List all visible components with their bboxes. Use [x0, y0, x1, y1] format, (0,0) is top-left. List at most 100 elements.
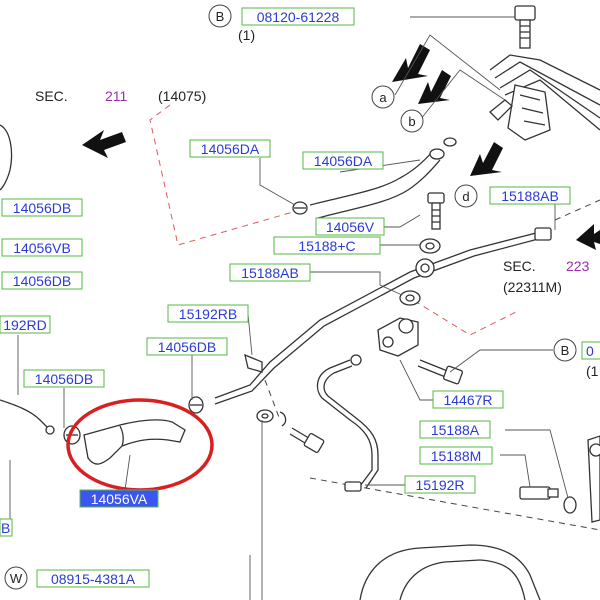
- label-14056da-right[interactable]: 14056DA: [302, 151, 384, 170]
- callout-circle-d: [454, 184, 478, 208]
- svg-text:15192R: 15192R: [415, 477, 464, 493]
- label-15188m[interactable]: 15188M: [419, 446, 493, 465]
- svg-text:15188+C: 15188+C: [298, 238, 355, 254]
- leader-line: [310, 271, 403, 296]
- leader-line: [505, 429, 569, 499]
- label-15188c[interactable]: 15188+C: [273, 236, 381, 255]
- label-14056db-3[interactable]: 14056DB: [23, 369, 105, 388]
- leader-line: [449, 349, 553, 373]
- leader-line: [500, 454, 531, 488]
- washer-hole: [261, 413, 269, 419]
- svg-text:14056VA: 14056VA: [91, 491, 148, 507]
- callout-letter-d: d: [462, 189, 469, 204]
- fitting-block: [377, 317, 419, 357]
- label-b-edge[interactable]: B: [0, 518, 13, 537]
- svg-text:14056V: 14056V: [326, 219, 375, 235]
- pipe-15192r: [316, 354, 379, 492]
- leader-bottom-left: [264, 379, 281, 421]
- section-number-left[interactable]: 211: [105, 88, 128, 104]
- svg-text:14056DB: 14056DB: [13, 273, 71, 289]
- leader-line: [394, 34, 501, 96]
- callout-letter-b-right: B: [561, 343, 570, 358]
- leader-line: [124, 454, 131, 491]
- svg-text:15188AB: 15188AB: [241, 265, 299, 281]
- clip: [279, 411, 287, 427]
- label-15188ab-top[interactable]: 15188AB: [489, 186, 571, 205]
- callout-circle-b-top: [208, 4, 232, 28]
- hose-end-fitting: [45, 425, 55, 435]
- section-boundary-mid: [554, 199, 600, 221]
- callout-circle-b-right: [553, 338, 577, 362]
- washer-hole: [405, 294, 415, 302]
- arrow-icon: [470, 142, 503, 176]
- bolt-top: [514, 5, 536, 49]
- leader-line: [419, 69, 506, 121]
- svg-text:15192RB: 15192RB: [179, 306, 237, 322]
- label-14056v[interactable]: 14056V: [315, 217, 385, 236]
- svg-text:14056DA: 14056DA: [314, 153, 373, 169]
- callout-circle-b: [400, 109, 424, 133]
- qty-label-top: (1): [238, 27, 255, 43]
- label-14467r[interactable]: 14467R: [432, 390, 504, 409]
- section-label-left: SEC.: [35, 88, 68, 104]
- section-ref-left: (14075): [158, 88, 206, 104]
- label-14056db-4[interactable]: 14056DB: [146, 337, 228, 356]
- svg-text:08120-61228: 08120-61228: [257, 9, 340, 25]
- bolt-14467r: [417, 359, 463, 385]
- leader-line: [247, 313, 253, 356]
- pipe-15192rb: [214, 227, 552, 405]
- label-14056da-left[interactable]: 14056DA: [189, 139, 271, 158]
- callout-letter-b: b: [408, 114, 415, 129]
- svg-text:14056DA: 14056DA: [201, 141, 260, 157]
- hose-14056va: [83, 419, 186, 465]
- right-edge-fitting: [587, 435, 600, 523]
- svg-text:14056VB: 14056VB: [13, 240, 71, 256]
- svg-text:08915-4381A: 08915-4381A: [51, 571, 136, 587]
- washer-15188a: [563, 496, 577, 514]
- left-edge-component: [0, 124, 13, 191]
- arrow-icon: [82, 130, 126, 158]
- callout-circle-a: [371, 85, 395, 109]
- label-192rd[interactable]: 192RD: [0, 315, 51, 334]
- arrow-icon: [418, 70, 451, 104]
- section-boundary-left: [149, 104, 301, 246]
- callout-circle-w: [4, 566, 28, 590]
- leader-line: [383, 214, 421, 228]
- section-number-right[interactable]: 223: [566, 258, 590, 274]
- svg-text:192RD: 192RD: [3, 317, 47, 333]
- svg-text:15188AB: 15188AB: [501, 188, 559, 204]
- section-ref-right: (22311M): [503, 279, 562, 295]
- label-15188a[interactable]: 15188A: [419, 420, 491, 439]
- svg-text:14467R: 14467R: [443, 392, 492, 408]
- bolt-center: [289, 427, 325, 453]
- throttle-chamber-assembly: [489, 54, 600, 141]
- label-14056vb[interactable]: 14056VB: [1, 238, 83, 257]
- label-b-right-code[interactable]: 0: [581, 341, 600, 360]
- hose-14056da-right: [309, 137, 457, 219]
- label-08120-61228[interactable]: 08120-61228: [241, 7, 355, 26]
- svg-text:15188A: 15188A: [431, 422, 480, 438]
- callout-letter-b-top: B: [216, 9, 225, 24]
- svg-text:14056DB: 14056DB: [35, 371, 93, 387]
- leader-line: [259, 158, 296, 206]
- clamp-14056db: [188, 396, 204, 414]
- leader-line: [249, 420, 263, 600]
- section-label-right: SEC.: [503, 258, 536, 274]
- section-boundary-right: [404, 294, 521, 336]
- washer-hole: [425, 242, 435, 250]
- label-14056db-1[interactable]: 14056DB: [1, 198, 83, 217]
- arrow-icon: [576, 224, 600, 250]
- label-08915-4381a[interactable]: 08915-4381A: [36, 569, 150, 588]
- label-15188ab-mid[interactable]: 15188AB: [229, 263, 311, 282]
- label-14056db-2[interactable]: 14056DB: [1, 271, 83, 290]
- arrow-icon: [392, 44, 430, 82]
- label-14056va-selected[interactable]: 14056VA: [79, 489, 159, 508]
- clamp-14056da-left: [292, 201, 308, 215]
- callout-letter-a: a: [379, 90, 387, 105]
- engine-block: [359, 544, 541, 600]
- label-15192rb[interactable]: 15192RB: [167, 304, 249, 323]
- label-15192r[interactable]: 15192R: [404, 475, 476, 494]
- svg-text:B: B: [1, 520, 10, 536]
